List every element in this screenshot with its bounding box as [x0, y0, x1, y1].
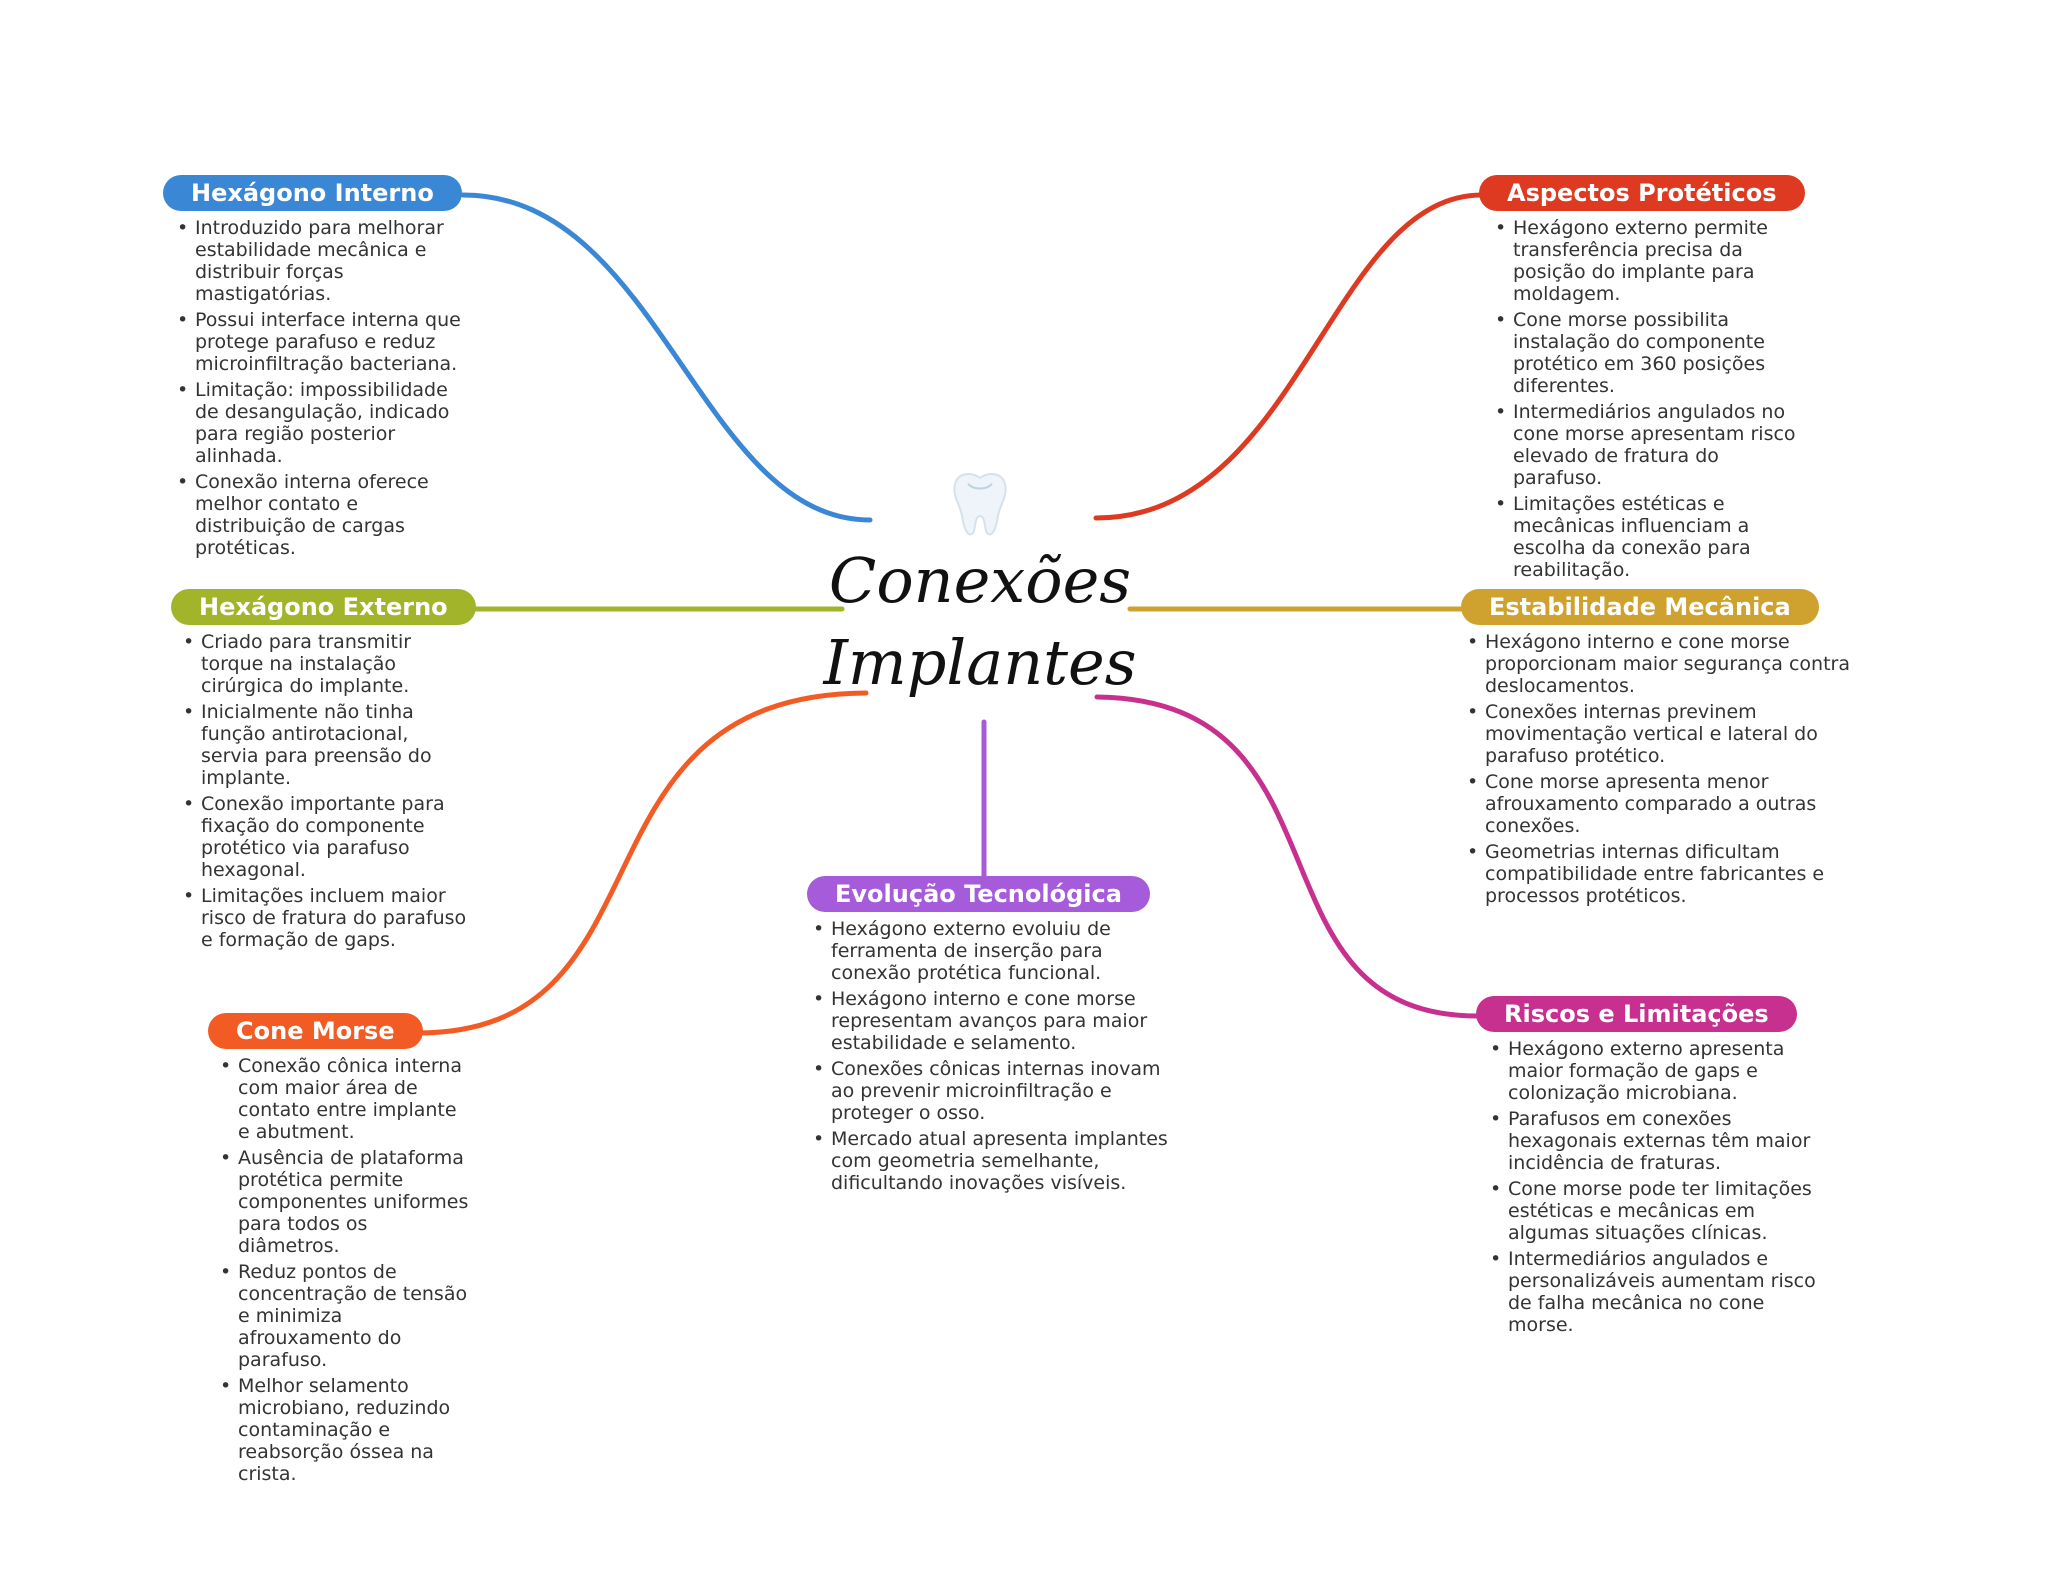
list-item: •Limitações estéticas e mecânicas influe…: [1495, 493, 1751, 581]
topic-aspectos-proteticos[interactable]: Aspectos Protéticos: [1479, 175, 1805, 211]
list-item: •Melhor selamento microbiano, reduzindo …: [220, 1375, 451, 1485]
list-item: •Criado para transmitir torque na instal…: [183, 631, 412, 697]
central-title-line-1: Conexões: [828, 544, 1132, 617]
branch-cone-morse: Cone Morse •Conexão cônica interna com m…: [208, 1013, 474, 1489]
list-item: •Conexões internas previnem movimentação…: [1467, 701, 1818, 767]
connector-cone-morse: [415, 690, 869, 1036]
branch-riscos-limitacoes: Riscos e Limitações •Hexágono externo ap…: [1476, 996, 1824, 1340]
branch-hexagono-interno: Hexágono Interno •Introduzido para melho…: [163, 175, 471, 563]
topic-cone-morse[interactable]: Cone Morse: [208, 1013, 423, 1049]
estabilidade-mecanica-list: •Hexágono interno e cone morse proporcio…: [1461, 631, 1861, 907]
list-item: •Reduz pontos de concentração de tensão …: [220, 1261, 468, 1371]
list-item: •Conexão interna oferece melhor contato …: [177, 471, 429, 559]
list-item: •Conexão cônica interna com maior área d…: [220, 1055, 462, 1143]
list-item: •Conexão importante para fixação do comp…: [183, 793, 445, 881]
tooth-icon: [953, 473, 1007, 536]
list-item: •Inicialmente não tinha função antirotac…: [183, 701, 432, 789]
list-item: •Possui interface interna que protege pa…: [177, 309, 461, 375]
central-topic[interactable]: Conexões Implantes: [800, 450, 1160, 710]
list-item: •Ausência de plataforma protética permit…: [220, 1147, 469, 1257]
list-item: •Introduzido para melhorar estabilidade …: [177, 217, 444, 305]
connector-riscos-limitacoes: [1094, 694, 1481, 1019]
connector-hexagono-interno: [460, 192, 873, 523]
list-item: •Hexágono interno e cone morse proporcio…: [1467, 631, 1850, 697]
cone-morse-list: •Conexão cônica interna com maior área d…: [214, 1055, 474, 1485]
aspectos-proteticos-list: •Hexágono externo permite transferência …: [1489, 217, 1809, 581]
topic-estabilidade-mecanica[interactable]: Estabilidade Mecânica: [1461, 589, 1819, 625]
branch-aspectos-proteticos: Aspectos Protéticos •Hexágono externo pe…: [1479, 175, 1809, 585]
topic-hexagono-interno[interactable]: Hexágono Interno: [163, 175, 462, 211]
list-item: •Cone morse pode ter limitações estética…: [1490, 1178, 1812, 1244]
hexagono-externo-list: •Criado para transmitir torque na instal…: [177, 631, 467, 951]
list-item: •Hexágono externo apresenta maior formaç…: [1490, 1038, 1785, 1104]
list-item: •Intermediários angulados e personalizáv…: [1490, 1248, 1816, 1336]
branch-evolucao-tecnologica: Evolução Tecnológica •Hexágono externo e…: [807, 876, 1187, 1198]
list-item: •Parafusos em conexões hexagonais extern…: [1490, 1108, 1811, 1174]
branch-estabilidade-mecanica: Estabilidade Mecânica •Hexágono interno …: [1461, 589, 1861, 911]
topic-hexagono-externo[interactable]: Hexágono Externo: [171, 589, 476, 625]
list-item: •Hexágono externo evoluiu de ferramenta …: [813, 918, 1111, 984]
list-item: •Cone morse apresenta menor afrouxamento…: [1467, 771, 1817, 837]
list-item: •Hexágono interno e cone morse represent…: [813, 988, 1148, 1054]
evolucao-tecnologica-list: •Hexágono externo evoluiu de ferramenta …: [807, 918, 1187, 1194]
list-item: •Mercado atual apresenta implantes com g…: [813, 1128, 1168, 1194]
list-item: •Hexágono externo permite transferência …: [1495, 217, 1768, 305]
branch-hexagono-externo: Hexágono Externo •Criado para transmitir…: [171, 589, 476, 955]
central-title-line-2: Implantes: [823, 626, 1137, 699]
list-item: •Intermediários angulados no cone morse …: [1495, 401, 1796, 489]
topic-evolucao-tecnologica[interactable]: Evolução Tecnológica: [807, 876, 1150, 912]
list-item: •Limitações incluem maior risco de fratu…: [183, 885, 467, 951]
list-item: •Conexões cônicas internas inovam ao pre…: [813, 1058, 1161, 1124]
list-item: •Cone morse possibilita instalação do co…: [1495, 309, 1766, 397]
riscos-limitacoes-list: •Hexágono externo apresenta maior formaç…: [1484, 1038, 1824, 1336]
list-item: •Limitação: impossibilidade de desangula…: [177, 379, 450, 467]
list-item: •Geometrias internas dificultam compatib…: [1467, 841, 1825, 907]
topic-riscos-limitacoes[interactable]: Riscos e Limitações: [1476, 996, 1797, 1032]
hexagono-interno-list: •Introduzido para melhorar estabilidade …: [171, 217, 471, 559]
connector-aspectos-proteticos: [1093, 192, 1485, 521]
